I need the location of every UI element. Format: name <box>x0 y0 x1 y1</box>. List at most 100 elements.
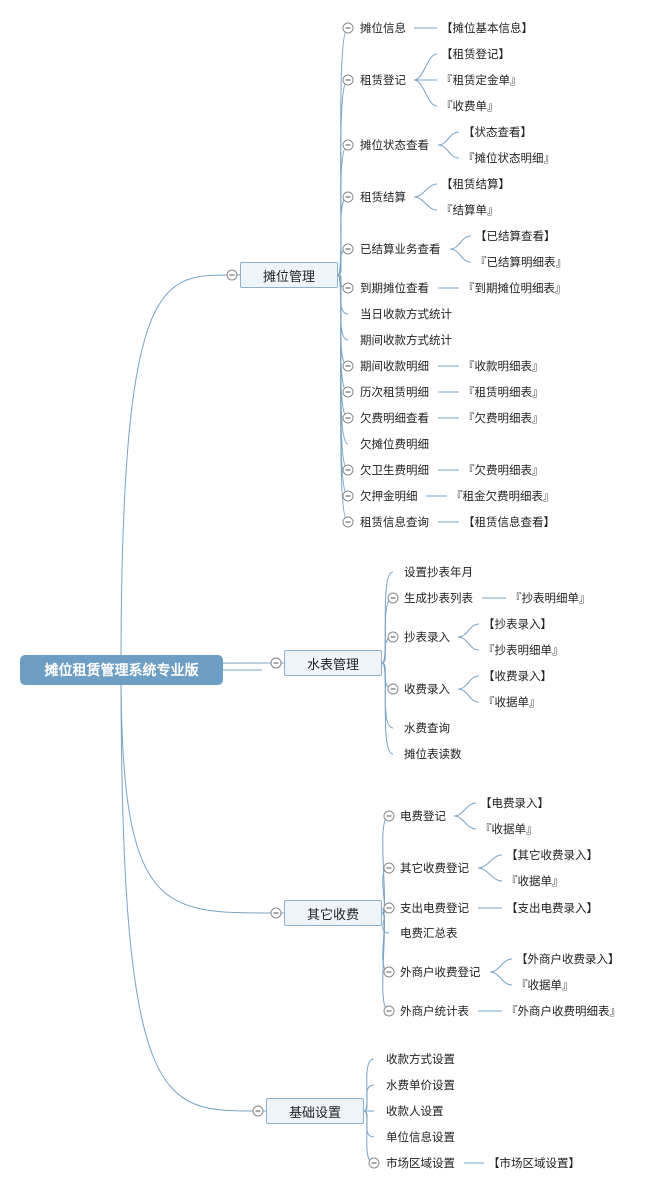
branch-node[interactable]: 其它收费 <box>284 900 382 926</box>
collapse-toggle-icon[interactable] <box>342 191 354 203</box>
connector-line <box>120 274 240 671</box>
collapse-toggle-icon[interactable] <box>342 464 354 476</box>
document-tag[interactable]: 『收据单』 <box>483 695 541 709</box>
collapse-toggle-icon[interactable] <box>383 902 395 914</box>
child-node-label[interactable]: 摊位状态查看 <box>360 138 429 152</box>
child-node-label[interactable]: 期间收款方式统计 <box>360 333 452 347</box>
child-node-label[interactable]: 水费查询 <box>404 721 450 735</box>
document-tag[interactable]: 『结算单』 <box>441 203 499 217</box>
collapse-toggle-icon[interactable] <box>342 139 354 151</box>
collapse-toggle-icon[interactable] <box>383 1005 395 1017</box>
child-node-label[interactable]: 摊位信息 <box>360 21 406 35</box>
connector-line <box>489 971 513 986</box>
child-node-label[interactable]: 单位信息设置 <box>386 1130 455 1144</box>
document-tag[interactable]: 『租赁明细表』 <box>463 385 544 399</box>
child-node-label[interactable]: 历次租赁明细 <box>360 385 429 399</box>
document-tag[interactable]: 【支出电费录入】 <box>506 901 598 915</box>
document-tag[interactable]: 『抄表明细单』 <box>510 591 591 605</box>
collapse-toggle-icon[interactable] <box>270 907 282 919</box>
child-node-label[interactable]: 欠费明细查看 <box>360 411 429 425</box>
document-tag[interactable]: 『收据单』 <box>480 822 538 836</box>
child-node-label[interactable]: 收款方式设置 <box>386 1052 455 1066</box>
child-node-label[interactable]: 当日收款方式统计 <box>360 307 452 321</box>
document-tag[interactable]: 【电费录入】 <box>480 796 549 810</box>
child-node-label[interactable]: 收款人设置 <box>386 1104 444 1118</box>
document-tag[interactable]: 『摊位状态明细』 <box>463 151 555 165</box>
child-node-label[interactable]: 生成抄表列表 <box>404 591 473 605</box>
document-tag[interactable]: 【租赁信息查看】 <box>463 515 555 529</box>
child-node-label[interactable]: 外商户收费登记 <box>400 965 481 979</box>
child-node-label[interactable]: 支出电费登记 <box>400 901 469 915</box>
child-node-label[interactable]: 欠押金明细 <box>360 489 418 503</box>
collapse-toggle-icon[interactable] <box>342 490 354 502</box>
collapse-toggle-icon[interactable] <box>342 412 354 424</box>
collapse-toggle-icon[interactable] <box>387 683 399 695</box>
document-tag[interactable]: 『收据单』 <box>506 874 564 888</box>
child-node-label[interactable]: 租赁登记 <box>360 73 406 87</box>
document-tag[interactable]: 【抄表录入】 <box>483 617 552 631</box>
collapse-toggle-icon[interactable] <box>368 1157 380 1169</box>
document-tag[interactable]: 『收款明细表』 <box>463 359 544 373</box>
document-tag[interactable]: 【状态查看】 <box>463 125 532 139</box>
document-tag[interactable]: 『租赁定金单』 <box>441 73 522 87</box>
branch-node[interactable]: 摊位管理 <box>240 262 338 288</box>
document-tag[interactable]: 『外商户收费明细表』 <box>506 1004 621 1018</box>
collapse-toggle-icon[interactable] <box>226 269 238 281</box>
child-node-label[interactable]: 抄表录入 <box>404 630 450 644</box>
collapse-toggle-icon[interactable] <box>342 386 354 398</box>
collapse-toggle-icon[interactable] <box>342 74 354 86</box>
child-node-label[interactable]: 收费录入 <box>404 682 450 696</box>
child-node-label[interactable]: 外商户统计表 <box>400 1004 469 1018</box>
document-tag[interactable]: 『欠费明细表』 <box>463 411 544 425</box>
document-tag[interactable]: 『欠费明细表』 <box>463 463 544 477</box>
collapse-toggle-icon[interactable] <box>342 360 354 372</box>
child-node-label[interactable]: 欠摊位费明细 <box>360 437 429 451</box>
collapse-toggle-icon[interactable] <box>342 22 354 34</box>
document-tag[interactable]: 『到期摊位明细表』 <box>463 281 567 295</box>
root-node[interactable]: 摊位租赁管理系统专业版 <box>20 655 223 685</box>
child-node-label[interactable]: 租赁结算 <box>360 190 406 204</box>
connector-line <box>337 27 349 276</box>
collapse-toggle-icon[interactable] <box>342 282 354 294</box>
child-node-label[interactable]: 电费登记 <box>400 809 446 823</box>
document-tag[interactable]: 【已结算查看】 <box>475 229 556 243</box>
document-tag[interactable]: 【市场区域设置】 <box>488 1156 580 1170</box>
child-node-label[interactable]: 到期摊位查看 <box>360 281 429 295</box>
branch-node[interactable]: 基础设置 <box>266 1098 364 1124</box>
child-node-label[interactable]: 已结算业务查看 <box>360 242 441 256</box>
collapse-toggle-icon[interactable] <box>383 966 395 978</box>
collapse-toggle-icon[interactable] <box>387 592 399 604</box>
document-tag[interactable]: 『已结算明细表』 <box>475 255 567 269</box>
collapse-toggle-icon[interactable] <box>342 243 354 255</box>
branch-node-label: 其它收费 <box>306 907 359 923</box>
child-node-label[interactable]: 欠卫生费明细 <box>360 463 429 477</box>
document-tag[interactable]: 『抄表明细单』 <box>483 643 564 657</box>
child-node-label[interactable]: 期间收款明细 <box>360 359 429 373</box>
document-tag[interactable]: 【外商户收费录入】 <box>516 952 620 966</box>
child-node-label[interactable]: 市场区域设置 <box>386 1156 455 1170</box>
collapse-toggle-icon[interactable] <box>270 657 282 669</box>
child-node-label[interactable]: 水费单价设置 <box>386 1078 455 1092</box>
collapse-toggle-icon[interactable] <box>252 1105 264 1117</box>
connector-line <box>449 248 472 263</box>
document-tag[interactable]: 【收费录入】 <box>483 669 552 683</box>
child-node-label[interactable]: 其它收费登记 <box>400 861 469 875</box>
child-node-label[interactable]: 电费汇总表 <box>400 926 458 940</box>
document-tag[interactable]: 【其它收费录入】 <box>506 848 598 862</box>
document-tag[interactable]: 【租赁登记】 <box>441 47 510 61</box>
collapse-toggle-icon[interactable] <box>342 516 354 528</box>
collapse-toggle-icon[interactable] <box>383 862 395 874</box>
document-tag[interactable]: 【租赁结算】 <box>441 177 510 191</box>
child-node-label[interactable]: 摊位表读数 <box>404 747 462 761</box>
child-node-label[interactable]: 租赁信息查询 <box>360 515 429 529</box>
collapse-toggle-icon[interactable] <box>383 810 395 822</box>
branch-node[interactable]: 水表管理 <box>284 650 382 676</box>
document-tag[interactable]: 『租金欠费明细表』 <box>451 489 555 503</box>
child-node-label[interactable]: 设置抄表年月 <box>404 565 473 579</box>
document-tag[interactable]: 【摊位基本信息】 <box>441 21 533 35</box>
connector-line <box>363 1058 375 1112</box>
collapse-toggle-icon[interactable] <box>387 631 399 643</box>
document-tag[interactable]: 『收据单』 <box>516 978 574 992</box>
branch-node-label: 摊位管理 <box>262 269 315 285</box>
document-tag[interactable]: 『收费单』 <box>441 99 499 113</box>
